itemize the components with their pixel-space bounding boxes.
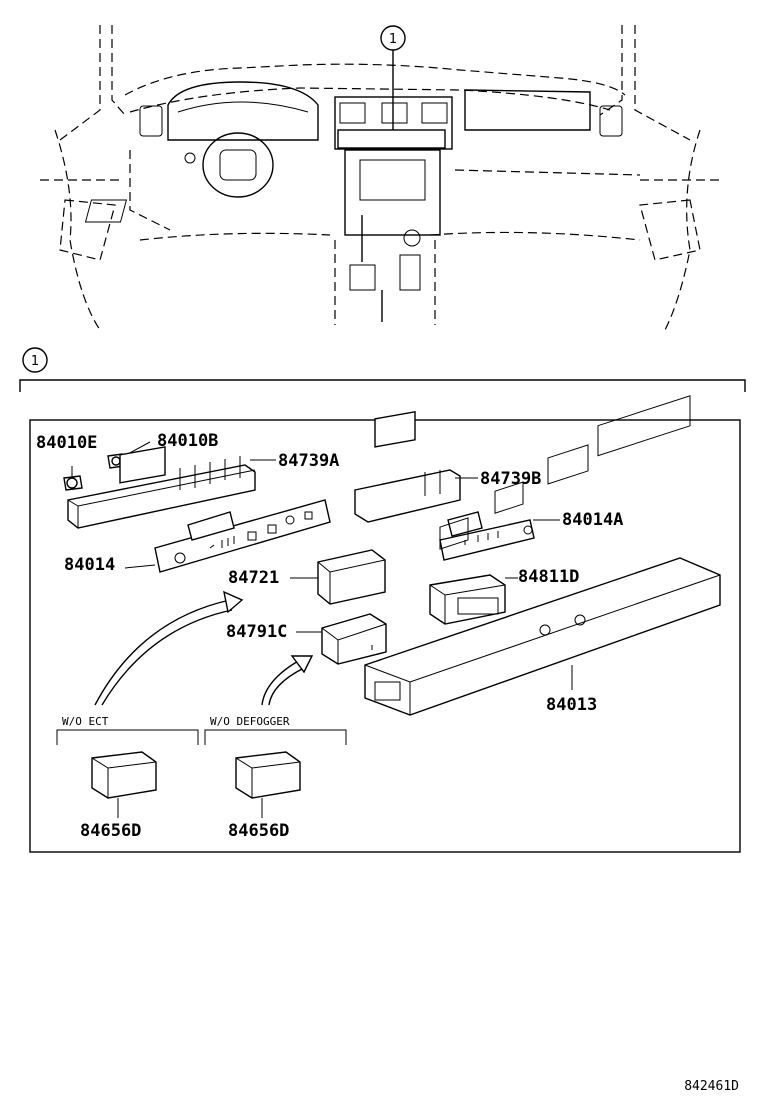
- label-84721: 84721: [228, 568, 279, 588]
- label-84811D: 84811D: [518, 567, 579, 587]
- callout-number: 1: [389, 32, 397, 47]
- label-84739A: 84739A: [278, 451, 339, 471]
- wo-defogger-bracket: [204, 729, 347, 745]
- label-84656D-wo-defogger: 84656D: [228, 821, 289, 841]
- section-header: 1: [19, 347, 746, 392]
- base-panel-84013: [364, 395, 721, 716]
- switch-84721: [290, 549, 386, 605]
- diagram-code: 842461D: [684, 1079, 739, 1094]
- bracket-84739A: [67, 446, 276, 529]
- label-84010E: 84010E: [36, 433, 97, 453]
- screw-84010E: [63, 466, 83, 491]
- label-84791C: 84791C: [226, 622, 287, 642]
- bracket-84739B: [354, 411, 478, 523]
- switch-84656D-wo-defogger: [235, 751, 301, 818]
- switch-84791C: [296, 613, 387, 665]
- section-bracket: [19, 379, 746, 392]
- label-84010B: 84010B: [157, 431, 218, 451]
- label-84014: 84014: [64, 555, 115, 575]
- condition-wo-defogger: W/O DEFOGGER: [210, 715, 290, 728]
- switch-84656D-wo-ect: [91, 751, 157, 818]
- condition-wo-ect: W/O ECT: [62, 715, 109, 728]
- label-84013: 84013: [546, 695, 597, 715]
- section-marker-circle: [22, 347, 48, 373]
- arrow-wo-ect: [94, 599, 231, 706]
- wo-ect-bracket: [56, 729, 199, 745]
- arrow-wo-defogger: [261, 659, 301, 706]
- section-marker-number: 1: [31, 354, 39, 369]
- label-84014A: 84014A: [562, 510, 623, 530]
- dashboard-overview: 1: [40, 25, 720, 331]
- switch-plate-84014A: [439, 511, 560, 561]
- label-84656D-wo-ect: 84656D: [80, 821, 141, 841]
- switch-84811D: [429, 574, 518, 625]
- switch-plate-84014: [124, 499, 331, 573]
- label-84739B: 84739B: [480, 469, 541, 489]
